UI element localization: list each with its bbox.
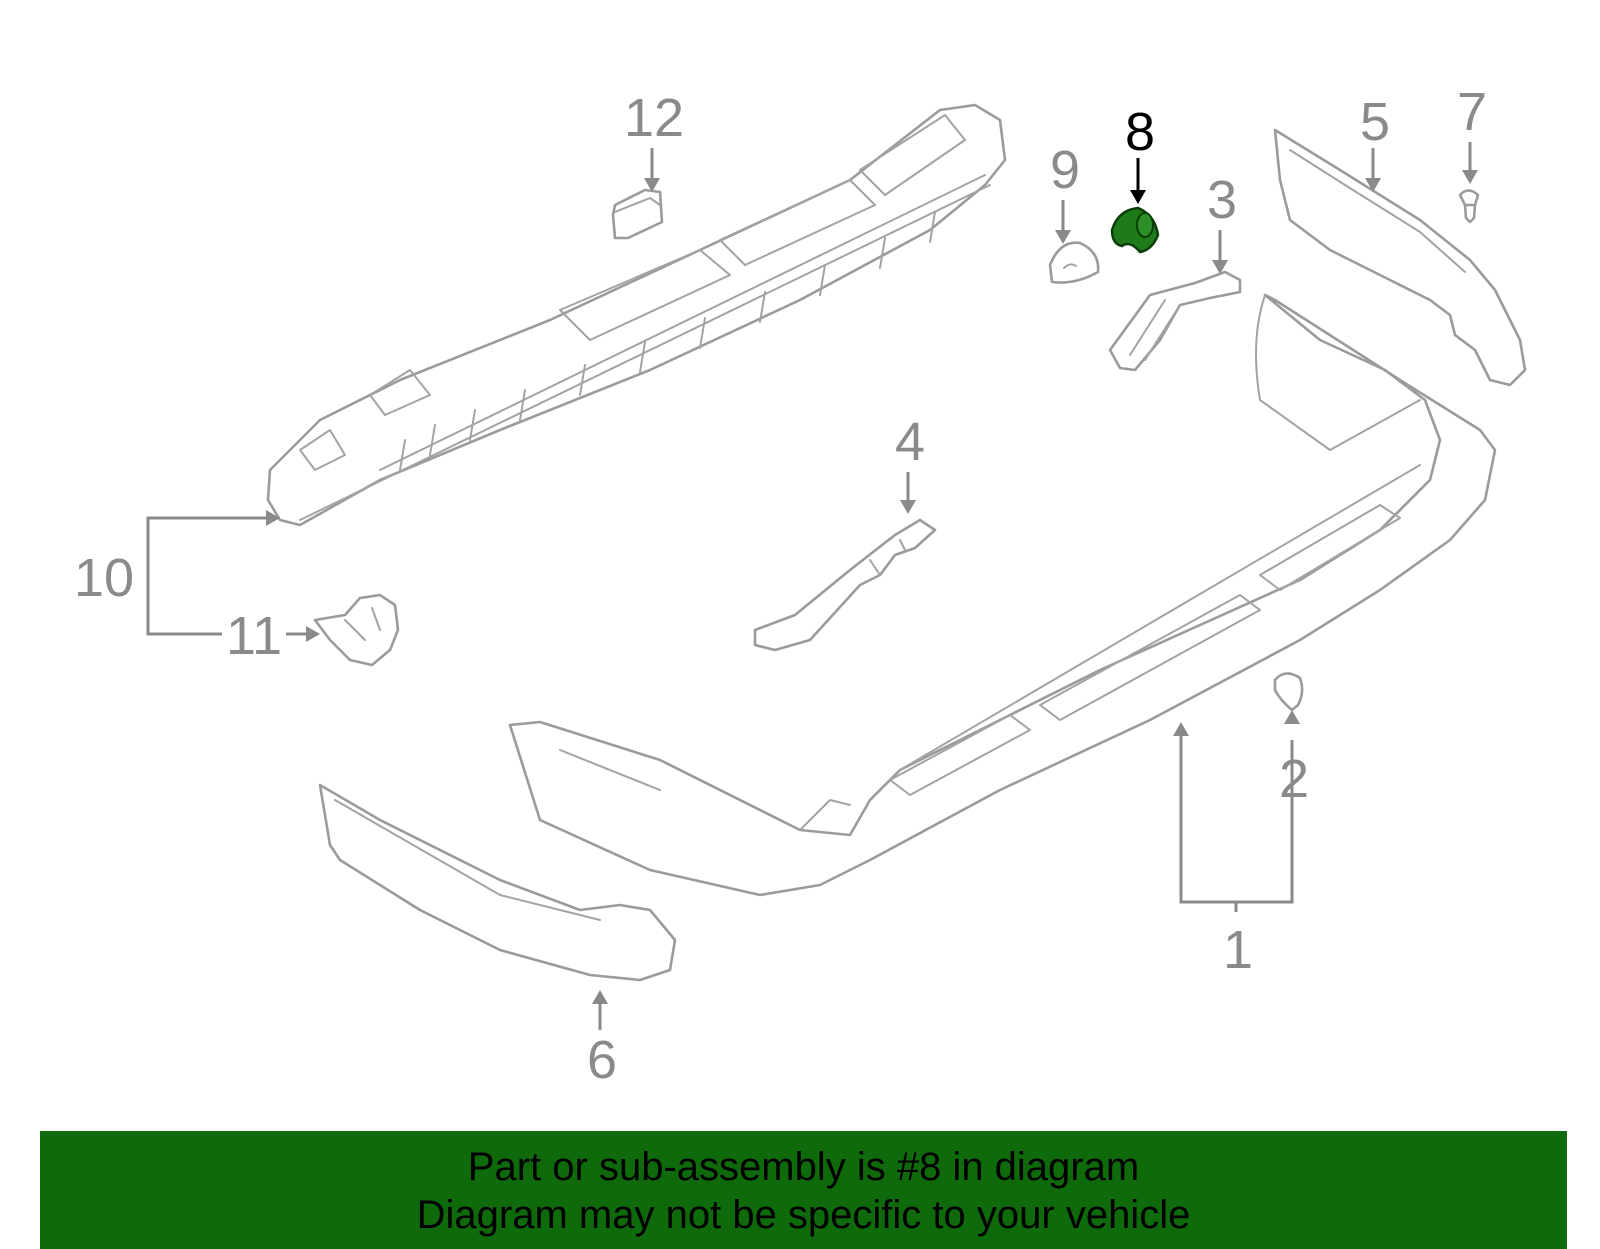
part-3-bracket[interactable] [1108, 270, 1242, 372]
callout-1-label: 1 [1223, 920, 1253, 980]
callout-11-label: 11 [226, 606, 282, 666]
parts-diagram: 12 9 8 3 5 7 4 10 11 [74, 82, 1527, 1090]
callout-6: 6 [587, 990, 617, 1090]
callout-7: 7 [1457, 82, 1487, 184]
part-9-clip[interactable] [1048, 241, 1100, 284]
callout-5-label: 5 [1360, 92, 1390, 152]
part-11-bracket[interactable] [313, 593, 400, 667]
callout-9: 9 [1050, 140, 1080, 244]
part-4-bracket[interactable] [753, 518, 937, 652]
part-8-highlighted[interactable] [1110, 206, 1160, 254]
callout-8-label: 8 [1125, 102, 1155, 162]
callout-3: 3 [1207, 170, 1237, 274]
part-6-valance[interactable] [318, 783, 677, 982]
callout-5: 5 [1360, 92, 1390, 192]
part-10-reinforcement[interactable] [266, 103, 1007, 527]
callout-8: 8 [1125, 102, 1155, 204]
part-7-pushpin[interactable] [1458, 189, 1480, 224]
callout-12-label: 12 [624, 88, 684, 148]
callout-2-label: 2 [1279, 749, 1309, 809]
callout-3-label: 3 [1207, 170, 1237, 230]
part-5-molding[interactable] [1273, 128, 1527, 387]
callout-9-label: 9 [1050, 140, 1080, 200]
part-2-retainer[interactable] [1273, 672, 1304, 712]
part-1-bumper-cover[interactable] [508, 293, 1497, 897]
banner-line-2: Diagram may not be specific to your vehi… [416, 1193, 1191, 1237]
callout-1-2: 1 2 [1173, 710, 1309, 980]
banner-line-1: Part or sub-assembly is #8 in diagram [467, 1145, 1140, 1189]
part-12-pad[interactable] [611, 188, 664, 240]
info-banner: Part or sub-assembly is #8 in diagram Di… [40, 1131, 1567, 1249]
callout-4: 4 [895, 412, 925, 514]
callout-10-label: 10 [74, 548, 134, 608]
callout-10-11: 10 11 [74, 510, 320, 666]
callout-4-label: 4 [895, 412, 925, 472]
callout-12: 12 [624, 88, 684, 192]
callout-6-label: 6 [587, 1030, 617, 1090]
callout-7-label: 7 [1457, 82, 1487, 142]
